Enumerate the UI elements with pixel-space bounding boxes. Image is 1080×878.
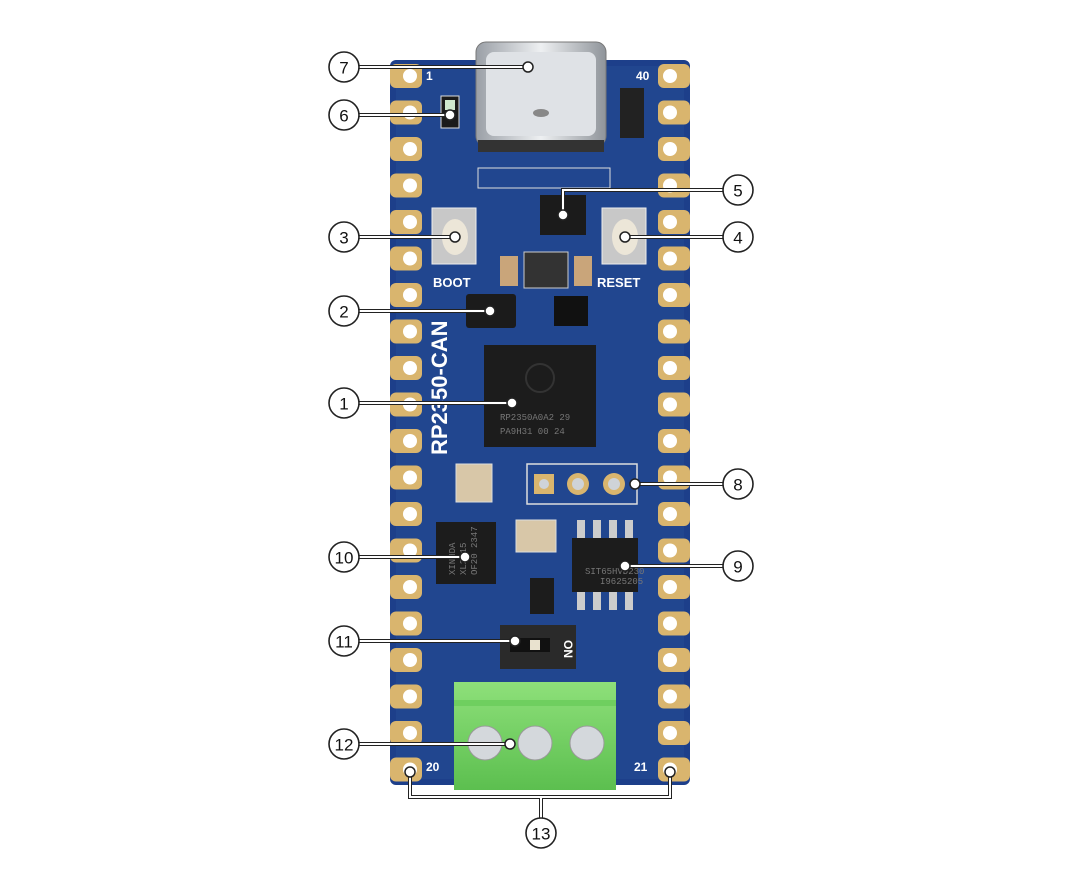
pad-hole	[403, 507, 417, 521]
castellated-pads	[390, 64, 690, 782]
pad-hole	[403, 142, 417, 156]
pad-hole	[403, 69, 417, 83]
oscillator	[515, 519, 557, 553]
pad-hole	[663, 507, 677, 521]
pad-hole	[403, 178, 417, 193]
diode	[620, 88, 644, 138]
board-name-label: RP2350-CAN	[427, 321, 452, 456]
pin-40-label: 40	[636, 69, 650, 83]
svg-text:3: 3	[339, 229, 348, 248]
pad-hole	[663, 105, 677, 120]
reset-label: RESET	[597, 275, 640, 290]
callout-9: 9	[722, 550, 754, 582]
callout-8: 8	[722, 468, 754, 500]
pad-hole	[663, 142, 677, 156]
switch-on-label: ON	[561, 640, 575, 658]
svg-text:RP2350A0A2 29: RP2350A0A2 29	[500, 413, 570, 423]
callout-5: 5	[722, 174, 754, 206]
pad-hole	[403, 288, 417, 302]
callout-6: 6	[328, 99, 360, 131]
pad-hole	[663, 215, 677, 229]
svg-text:2: 2	[339, 303, 348, 322]
svg-text:11: 11	[335, 633, 353, 652]
svg-text:9: 9	[733, 558, 742, 577]
pad-hole	[663, 288, 677, 302]
pad-hole	[403, 251, 417, 266]
pad-hole	[403, 689, 417, 704]
callout-7: 7	[328, 51, 360, 83]
pad-hole	[663, 69, 677, 83]
callout-1: 1	[328, 387, 360, 419]
pad-hole	[663, 361, 677, 375]
pin-21-label: 21	[634, 760, 648, 774]
svg-text:10: 10	[335, 549, 354, 568]
pad-hole	[663, 324, 677, 339]
callout-lines	[358, 61, 724, 818]
callout-10: 10	[328, 541, 360, 573]
pad-hole	[403, 616, 417, 631]
pad-hole	[403, 580, 417, 594]
callout-3: 3	[328, 221, 360, 253]
pad-hole	[403, 361, 417, 375]
svg-text:PA9H31 00 24: PA9H31 00 24	[500, 427, 565, 437]
pad-hole	[403, 470, 417, 485]
svg-text:SIT65HVD230: SIT65HVD230	[585, 567, 644, 577]
boot-label: BOOT	[433, 275, 471, 290]
pad-hole	[403, 726, 417, 740]
crystal	[455, 463, 493, 503]
pad-hole	[663, 616, 677, 631]
callout-11: 11	[328, 625, 360, 657]
callout-12: 12	[328, 728, 360, 760]
pad-hole	[663, 397, 677, 412]
svg-text:OF20 2347: OF20 2347	[470, 526, 480, 575]
pad-hole	[663, 470, 677, 485]
pad-hole	[663, 653, 677, 667]
svg-text:12: 12	[335, 736, 354, 755]
callout-2: 2	[328, 295, 360, 327]
pad-hole	[403, 215, 417, 229]
termination-switch[interactable]: ON	[500, 625, 576, 669]
svg-text:6: 6	[339, 107, 348, 126]
svg-text:1: 1	[339, 395, 348, 414]
screw-terminal[interactable]	[454, 682, 616, 790]
pin-20-label: 20	[426, 760, 440, 774]
svg-text:7: 7	[339, 59, 348, 78]
pad-hole	[403, 653, 417, 667]
inductor	[523, 251, 569, 289]
svg-text:8: 8	[733, 476, 742, 495]
pad-hole	[663, 726, 677, 740]
rp2350-mcu: RP2350A0A2 29 PA9H31 00 24	[484, 345, 596, 447]
pad-hole	[403, 324, 417, 339]
callout-13: 13	[525, 817, 557, 849]
pad-hole	[663, 689, 677, 704]
svg-text:I9625205: I9625205	[600, 577, 643, 587]
pad-hole	[663, 251, 677, 266]
pad-hole	[663, 543, 677, 558]
pad-hole	[403, 434, 417, 448]
pad-hole	[663, 434, 677, 448]
svg-text:4: 4	[733, 229, 742, 248]
pad-hole	[403, 543, 417, 558]
pin-1-label: 1	[426, 69, 433, 83]
svg-text:5: 5	[733, 182, 742, 201]
pad-hole	[663, 580, 677, 594]
callout-4: 4	[722, 221, 754, 253]
pad-hole	[403, 105, 417, 120]
svg-text:13: 13	[532, 825, 551, 844]
usb-c-connector	[475, 41, 607, 152]
